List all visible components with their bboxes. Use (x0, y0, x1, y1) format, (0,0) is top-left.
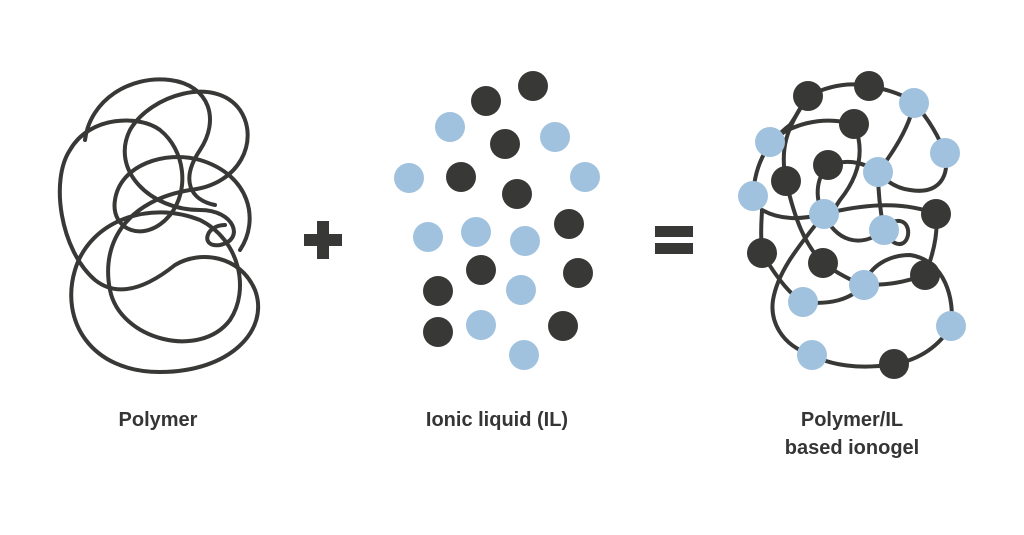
blue-ions (394, 112, 600, 370)
ionogel-label-line2: based ionogel (784, 437, 920, 459)
dark-ions (423, 71, 593, 347)
ionogel-label: Polymer/IL based ionogel (752, 406, 952, 462)
ionic-liquid-label: Ionic liquid (IL) (425, 409, 569, 431)
ionogel-dark-ions (747, 71, 951, 379)
equals-sign (655, 226, 693, 254)
polymer-label: Polymer (118, 409, 198, 431)
ionogel-dots (738, 71, 966, 379)
polymer-tangle (57, 77, 261, 374)
ionogel-label-line1: Polymer/IL (800, 409, 904, 431)
ionic-liquid-dots (394, 71, 600, 370)
ionogel-blue-ions (738, 88, 966, 370)
plus-sign (304, 221, 342, 259)
